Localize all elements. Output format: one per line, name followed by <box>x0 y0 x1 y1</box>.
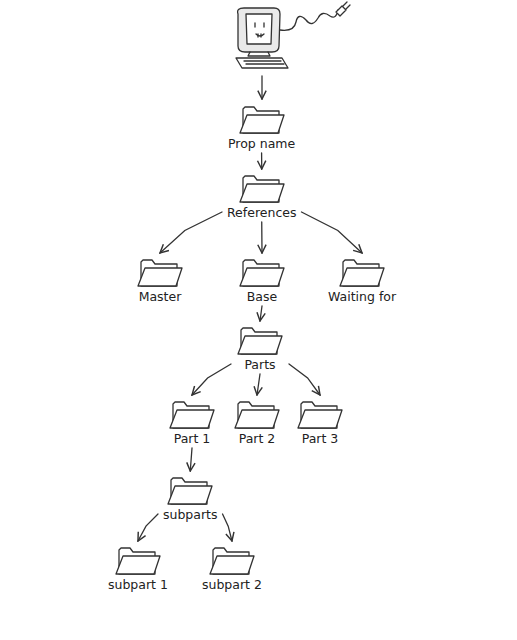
folder-icon <box>236 324 284 356</box>
folder-label: Prop name <box>228 136 295 151</box>
folder-icon <box>166 474 214 506</box>
folder-icon <box>208 544 256 576</box>
folder-label: Part 3 <box>302 431 339 446</box>
arrow-connector <box>160 212 222 253</box>
folder-node: Part 3 <box>293 398 347 446</box>
arrow-connector <box>261 153 262 169</box>
folder-node: Base <box>235 256 289 304</box>
folder-label: subpart 2 <box>202 577 262 592</box>
folder-icon <box>168 398 216 430</box>
folder-label: Part 2 <box>239 431 276 446</box>
folder-icon <box>238 256 286 288</box>
folder-icon <box>238 172 286 204</box>
folder-label: Master <box>139 289 182 304</box>
folder-label: subparts <box>163 507 218 522</box>
arrow-connector <box>190 448 192 471</box>
folder-label: Part 1 <box>174 431 211 446</box>
folder-label: subpart 1 <box>108 577 168 592</box>
arrow-connector <box>260 306 262 321</box>
folder-node: Part 2 <box>230 398 284 446</box>
folder-node: Master <box>133 256 187 304</box>
folder-node: subpart 1 <box>105 544 171 592</box>
arrow-connector <box>192 364 231 395</box>
arrow-connector <box>289 364 320 395</box>
folder-node: subparts <box>160 474 221 522</box>
arrow-connector <box>138 514 158 541</box>
arrow-connector <box>223 514 232 541</box>
folder-node: Parts <box>233 324 287 372</box>
arrow-connector <box>257 374 260 395</box>
arrow-connector <box>301 212 362 253</box>
folder-node: Part 1 <box>165 398 219 446</box>
folder-node: subpart 2 <box>199 544 265 592</box>
arrow-connector <box>261 222 263 253</box>
folder-node: Waiting for <box>325 256 399 304</box>
folder-icon <box>338 256 386 288</box>
folder-label: Waiting for <box>328 289 396 304</box>
folder-icon <box>238 103 286 135</box>
folder-node: Prop name <box>225 103 298 151</box>
folder-label: Parts <box>244 357 275 372</box>
folder-node: References <box>224 172 299 220</box>
folder-icon <box>136 256 184 288</box>
folder-label: References <box>227 205 296 220</box>
folder-icon <box>114 544 162 576</box>
folder-label: Base <box>247 289 277 304</box>
folder-icon <box>233 398 281 430</box>
folder-icon <box>296 398 344 430</box>
